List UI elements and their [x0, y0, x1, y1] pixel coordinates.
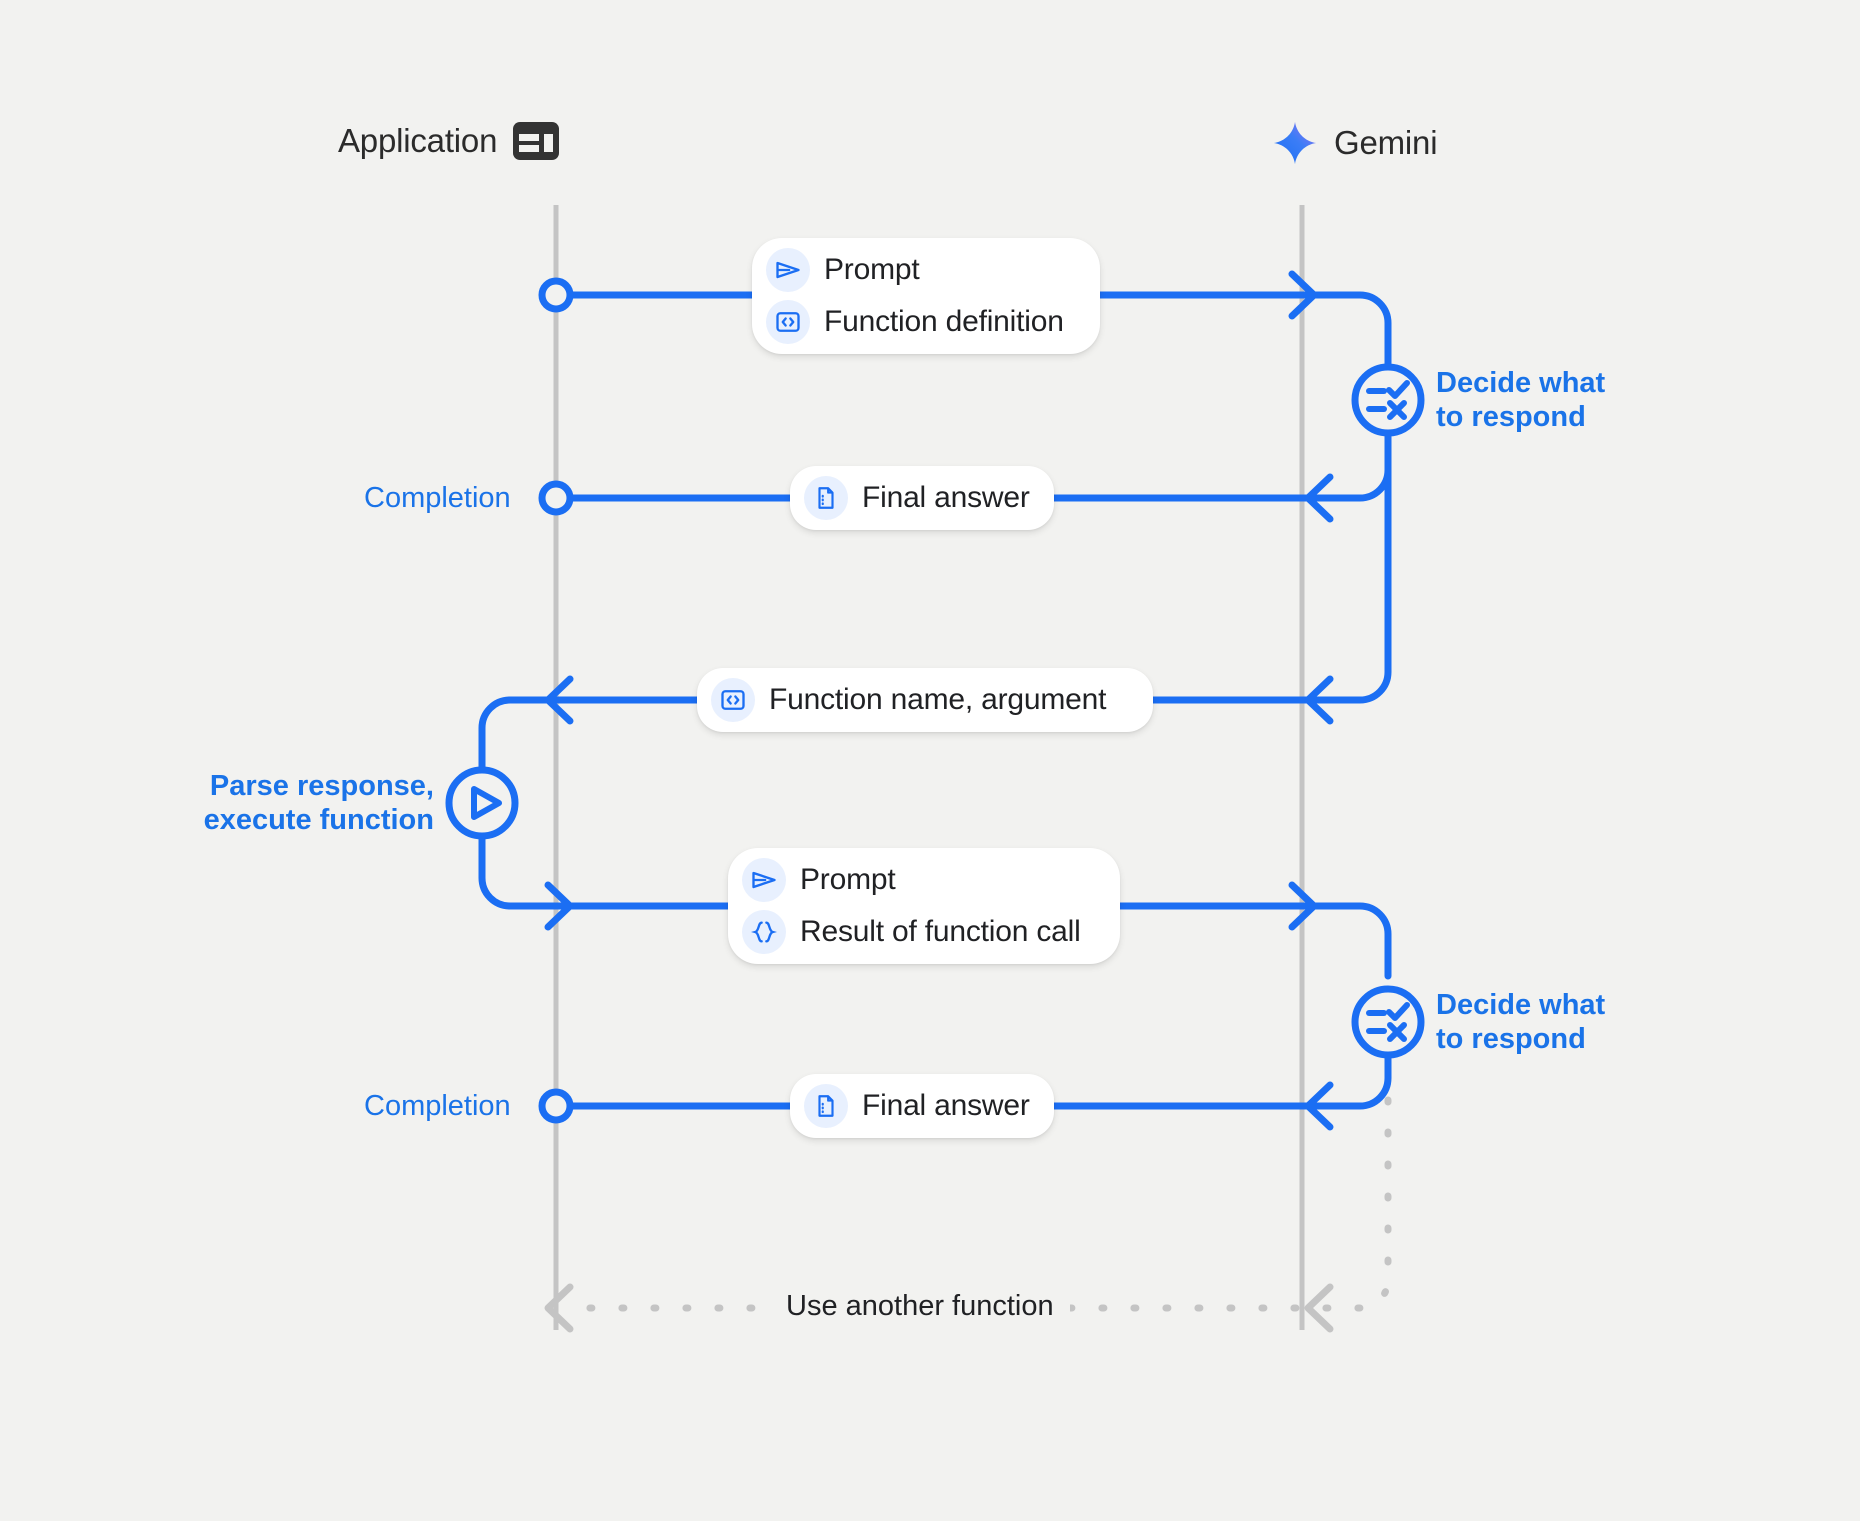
bubble-row-label: Result of function call — [800, 915, 1081, 948]
bubble-row: Result of function call — [742, 910, 1094, 954]
node-decide-1 — [1351, 363, 1425, 437]
node-parse-execute — [445, 766, 519, 840]
message-bubble-prompt-function-definition[interactable]: Prompt Function definition — [752, 238, 1100, 354]
connector-decide-1-to-function-call — [1312, 429, 1392, 704]
bubble-row: Prompt — [766, 248, 1074, 292]
message-bubble-prompt-result-of-function-call[interactable]: Prompt Result of function call — [728, 848, 1120, 964]
actor-gemini-label: Gemini — [1334, 124, 1438, 161]
bubble-row: Final answer — [804, 476, 1030, 520]
marker-completion-1 — [538, 480, 574, 516]
bubble-row: Function name, argument — [711, 678, 1127, 722]
bubble-row-label: Prompt — [824, 253, 920, 286]
bubble-row: Prompt — [742, 858, 1094, 902]
arrowhead-loop-gemini — [1304, 1283, 1334, 1333]
code-brackets-icon — [766, 300, 810, 344]
annotation-decide-1: Decide what to respond — [1436, 367, 1606, 434]
marker-completion-2 — [538, 1088, 574, 1124]
bubble-row: Function definition — [766, 300, 1074, 344]
connector-final-answer-2 — [552, 1051, 1392, 1110]
app-layout-icon — [513, 122, 560, 160]
decide-1-x-2 — [1387, 400, 1407, 420]
arrowhead-function-name-argument — [1304, 675, 1334, 725]
arrowhead-result-app-exit — [544, 881, 574, 931]
loop-dashed-return — [556, 1096, 1392, 1312]
arrowhead-prompt-to-gemini — [1288, 270, 1318, 320]
arrowhead-function-name-argument-app — [544, 675, 574, 725]
message-bubble-final-answer-2[interactable]: Final answer — [790, 1074, 1054, 1138]
curly-braces-icon — [742, 910, 786, 954]
message-bubble-final-answer-1[interactable]: Final answer — [790, 466, 1054, 530]
marker-origin-request-1 — [538, 277, 574, 313]
arrowhead-result-to-gemini — [1288, 881, 1318, 931]
arrowhead-final-answer-2 — [1304, 1081, 1334, 1131]
decide-1-check-icon — [1386, 380, 1410, 399]
bubble-row: Final answer — [804, 1084, 1030, 1128]
annotation-decide-2: Decide what to respond — [1436, 989, 1606, 1056]
actor-application: Application — [338, 122, 560, 160]
send-icon — [742, 858, 786, 902]
bubble-row-label: Prompt — [800, 863, 896, 896]
code-brackets-icon — [711, 678, 755, 722]
play-icon-glyph — [471, 786, 502, 820]
connector-prompt-to-gemini — [552, 291, 1392, 371]
document-icon — [804, 1084, 848, 1128]
document-icon — [804, 476, 848, 520]
actor-application-label: Application — [338, 122, 498, 159]
decide-2-x-2 — [1387, 1022, 1407, 1042]
node-decide-2 — [1351, 985, 1425, 1059]
send-icon — [766, 248, 810, 292]
arrowhead-loop-application — [544, 1283, 574, 1333]
loop-label-use-another-function: Use another function — [770, 1290, 1070, 1323]
message-bubble-function-name-argument[interactable]: Function name, argument — [697, 668, 1153, 732]
bubble-row-label: Final answer — [862, 1089, 1030, 1122]
connector-function-name-argument — [478, 696, 1320, 774]
bubble-row-label: Function definition — [824, 305, 1064, 338]
gemini-sparkle-icon — [1273, 121, 1317, 165]
bubble-row-label: Function name, argument — [769, 683, 1107, 716]
annotation-completion-1: Completion — [364, 482, 511, 514]
annotation-completion-2: Completion — [364, 1090, 511, 1122]
annotation-parse-execute: Parse response, execute function — [203, 770, 434, 837]
arrowhead-final-answer-1 — [1304, 473, 1334, 523]
bubble-row-label: Final answer — [862, 481, 1030, 514]
decide-2-check-icon — [1386, 1002, 1410, 1021]
actor-gemini: Gemini — [1272, 120, 1438, 166]
